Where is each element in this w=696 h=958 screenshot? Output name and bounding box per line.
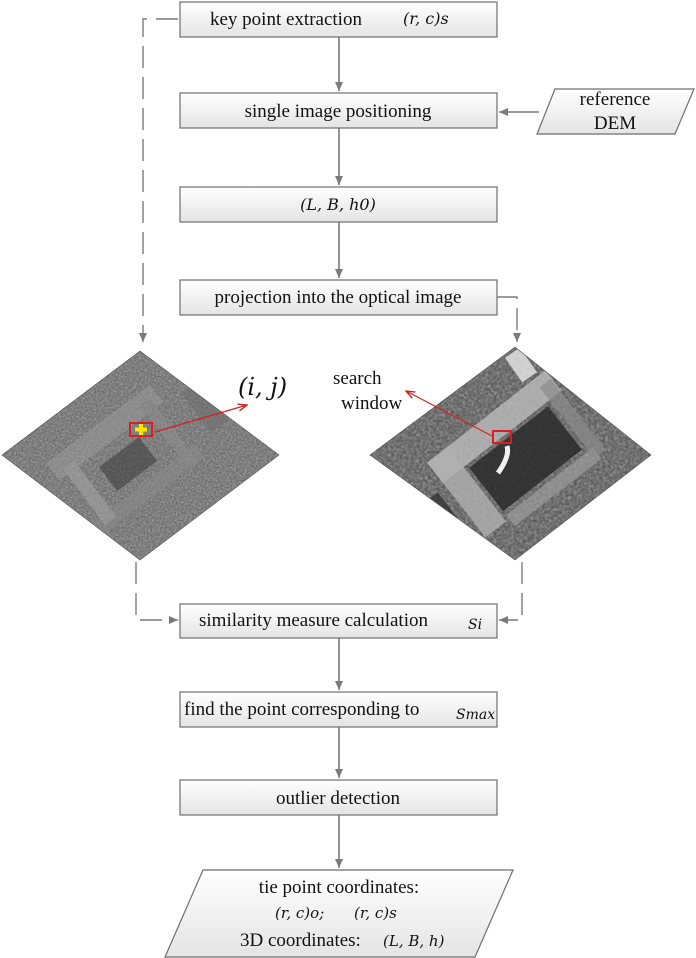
dashed-left-image-to-similarity bbox=[135, 562, 178, 624]
output-math-s: (r, c)s bbox=[354, 904, 397, 922]
step-projection: projection into the optical image bbox=[179, 279, 498, 316]
step-outlier-label: outlier detection bbox=[276, 788, 400, 809]
step-lbh: (L, B, h0) bbox=[179, 186, 498, 223]
reference-dem-input: reference DEM bbox=[536, 88, 695, 135]
left-sar-image: (i, j) bbox=[1, 350, 287, 561]
step-keypoint-math: (r, c)s bbox=[403, 9, 449, 28]
left-image-label: (i, j) bbox=[238, 373, 287, 401]
output-line3-text: 3D coordinates: bbox=[240, 930, 361, 951]
reference-line2: DEM bbox=[594, 113, 636, 134]
right-pointer-arrow bbox=[406, 391, 495, 438]
step-projection-label: projection into the optical image bbox=[215, 287, 462, 308]
reference-line1: reference bbox=[580, 89, 651, 110]
step-lbh-math: (L, B, h0) bbox=[300, 195, 376, 214]
connectors bbox=[335, 37, 539, 868]
step-similarity-label: similarity measure calculation bbox=[199, 610, 428, 631]
step-findpoint-label: find the point corresponding to bbox=[184, 699, 419, 720]
dashed-projection-to-right-image bbox=[497, 296, 521, 342]
step-keypoint-extraction: key point extraction (r, c)s bbox=[179, 1, 498, 38]
plus-marker-h bbox=[135, 427, 147, 432]
right-optical-image: search window bbox=[333, 346, 652, 561]
step-similarity-math: Si bbox=[468, 617, 482, 633]
left-match-box bbox=[129, 422, 153, 437]
step-keypoint-label: key point extraction bbox=[210, 9, 362, 30]
step-single-image-positioning: single image positioning bbox=[179, 92, 498, 129]
output-tie-points: tie point coordinates: (r, c)o; (r, c)s … bbox=[164, 869, 514, 958]
dashed-right-image-to-similarity bbox=[499, 562, 523, 624]
search-window-label-1: search bbox=[333, 368, 382, 389]
step-findpoint-math: Smax bbox=[456, 707, 495, 723]
output-line1: tie point coordinates: bbox=[259, 877, 419, 898]
step-similarity: similarity measure calculation Si bbox=[179, 603, 498, 639]
dashed-keypoint-to-left-image bbox=[139, 18, 178, 342]
step-positioning-label: single image positioning bbox=[245, 101, 432, 122]
step-find-point: find the point corresponding to Smax bbox=[179, 691, 498, 728]
search-window-label-2: window bbox=[341, 393, 403, 414]
step-outlier-detection: outlier detection bbox=[179, 779, 498, 816]
output-math-o: (r, c)o; bbox=[275, 904, 324, 922]
output-line3-math: (L, B, h) bbox=[383, 932, 445, 950]
left-pointer-arrow bbox=[154, 405, 247, 433]
dashed-connectors bbox=[135, 18, 523, 624]
